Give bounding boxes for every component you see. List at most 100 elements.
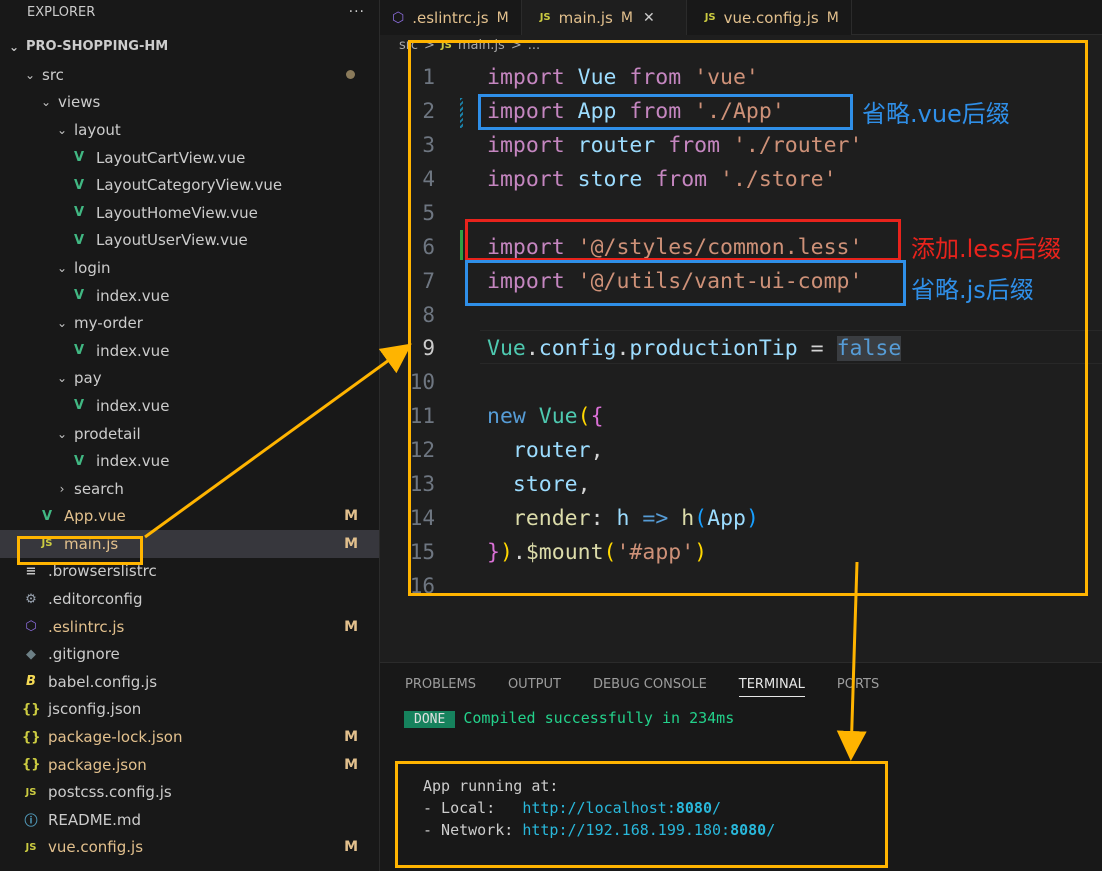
modified-badge: M [826,9,839,26]
vue-icon: V [73,150,85,166]
tree-item-label: views [58,93,101,112]
tree-item-label: login [74,258,111,277]
git-status-badge: M [344,756,358,773]
running-text: App running at: [423,777,559,795]
line-number: 14 [409,506,435,530]
tab-output[interactable]: OUTPUT [507,677,561,692]
chevron-down-icon: ⌄ [56,371,68,386]
line-number: 2 [422,99,435,123]
folder-item[interactable]: ⌄ src [0,61,379,89]
tree-item-label: src [42,65,64,84]
chevron-down-icon: ⌄ [40,95,52,110]
line-number: 4 [422,167,435,191]
folder-item[interactable]: ⌄ pay [0,365,379,393]
folder-item[interactable]: ⌄prodetail [0,420,379,448]
tab-terminal[interactable]: TERMINAL [738,677,805,697]
folder-item[interactable]: ›search [0,475,379,503]
chevron-down-icon: ⌄ [56,260,68,275]
tab-ports[interactable]: PORTS [836,677,880,692]
tab-main-js[interactable]: JS main.js M ✕ [521,0,687,35]
json-icon: {} [22,729,41,745]
network-url[interactable]: http://192.168.199.180:8080/ [522,821,775,839]
add-less-annotation: 添加.less后缀 [911,235,1062,263]
js-icon: JS [41,538,53,550]
tree-item-label: .browserslistrc [48,562,157,581]
git-status-badge: M [344,508,358,525]
code-text: import Vue from 'vue' [487,64,759,90]
js-icon: JS [25,786,37,798]
tab-eslintrc[interactable]: ⬡ .eslintrc.js M [380,0,522,35]
code-text: import App from './App' [487,98,785,124]
bottom-panel: PROBLEMS OUTPUT DEBUG CONSOLE TERMINAL P… [380,662,1102,871]
file-item[interactable]: ◆.gitignore [0,640,379,668]
chevron-down-icon: ⌄ [8,39,20,54]
folder-item[interactable]: ⌄layout [0,116,379,144]
folder-item[interactable]: ⌄my-order [0,309,379,337]
tab-debug-console[interactable]: DEBUG CONSOLE [592,677,707,692]
file-item[interactable]: {}jsconfig.json [0,696,379,724]
tree-item-label: LayoutCategoryView.vue [96,176,283,195]
terminal-output: App running at: - Local: http://localhos… [423,775,775,841]
omit-vue-annotation: 省略.vue后缀 [862,100,1010,128]
code-highlight-box [408,40,1088,596]
file-item[interactable]: ⚙.editorconfig [0,585,379,613]
url-tail: / [766,821,776,839]
gutter-modified-marker [460,98,463,128]
info-icon: ⓘ [24,814,38,830]
vue-icon: V [73,232,85,248]
code-line: 8 [380,298,1102,332]
chevron-down-icon: ⌄ [24,67,36,82]
vue-icon: V [41,508,53,524]
project-folder[interactable]: ⌄ PRO-SHOPPING-HM [0,33,379,60]
tree-item-label: README.md [48,810,142,829]
git-status-badge: M [344,618,358,635]
folder-item[interactable]: ⌄ views [0,89,379,117]
chevron-down-icon: ⌄ [56,122,68,137]
file-item[interactable]: ≡ .browserslistrc [0,558,379,586]
tab-problems[interactable]: PROBLEMS [405,677,476,692]
local-url[interactable]: http://localhost:8080/ [522,799,721,817]
git-icon: ◆ [26,646,36,662]
explorer-sidebar: EXPLORER ··· ⌄ PRO-SHOPPING-HM ⌄src⌄view… [0,0,380,871]
lines-icon: ≡ [25,563,37,579]
js-icon: JS [539,12,551,23]
line-number: 6 [422,235,435,259]
tree-item-label: index.vue [96,341,170,360]
tree-item-label: index.vue [96,452,170,471]
tab-vue-config[interactable]: JS vue.config.js M [686,0,852,35]
local-port: 8080 [675,799,712,817]
more-actions-icon[interactable]: ··· [348,4,365,20]
line-number: 13 [409,472,435,496]
tree-item-label: vue.config.js [48,838,144,857]
code-text: import router from './router' [487,132,863,158]
code-line: 10 [380,365,1102,399]
code-text: render: h => h(App) [512,505,759,531]
tree-item-label: LayoutHomeView.vue [96,203,258,222]
file-item[interactable]: ⓘ README.md [0,806,379,834]
folder-item[interactable]: ⌄ login [0,254,379,282]
main-js-highlight-box [17,536,143,565]
tree-item-label: .eslintrc.js [48,617,125,636]
tree-item-label: pay [74,369,102,388]
line-number: 7 [422,269,435,293]
close-icon[interactable]: ✕ [642,9,655,26]
modified-dot-icon [346,70,355,80]
